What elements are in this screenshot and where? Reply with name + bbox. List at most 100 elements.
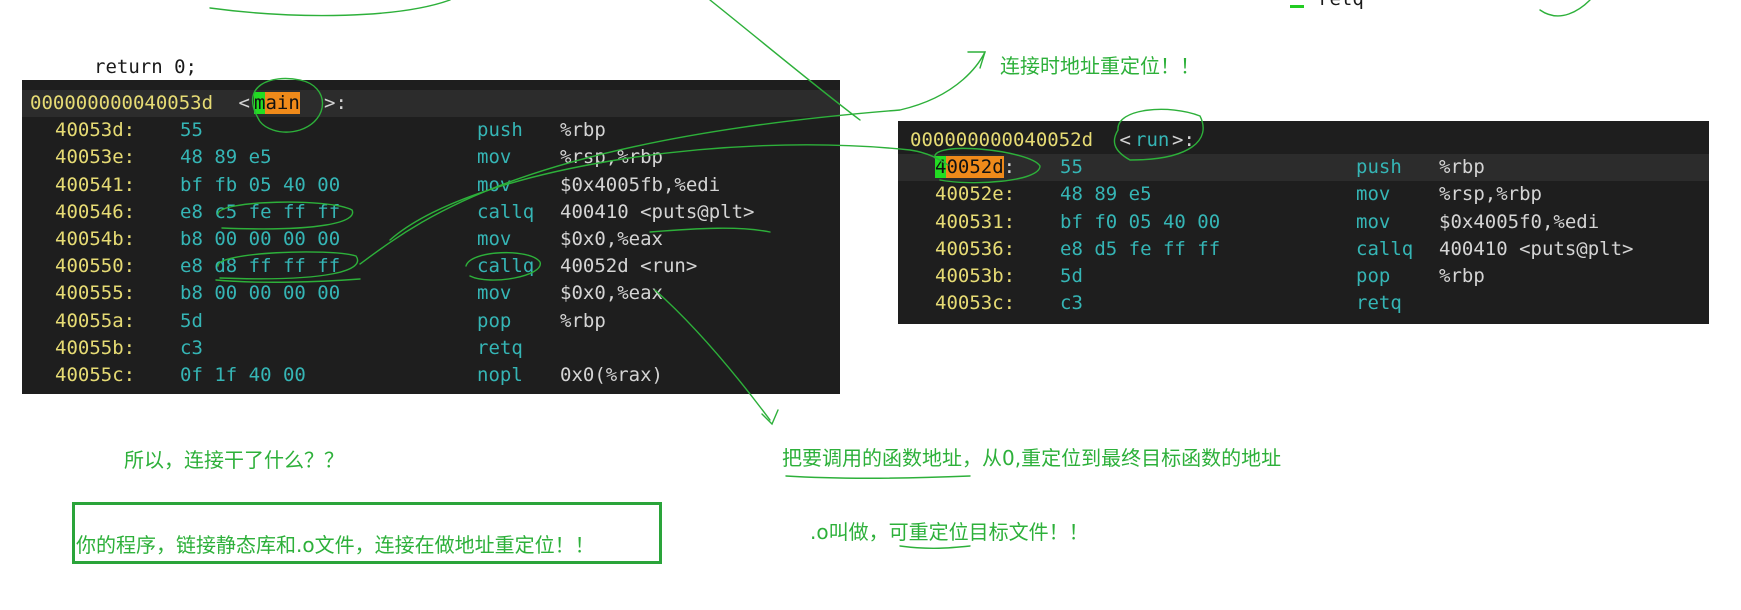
underline-func-note [785,475,971,480]
arrow-to-run [389,144,949,241]
run-mnemonic: retq [1356,292,1402,315]
top-curve-right [1539,0,1591,17]
arrow-to-note-func [654,289,771,421]
run-disassembly-panel: 000000000040052d < run >: 40052d: 55 push%… [898,121,1709,324]
top-curve-mid [709,0,861,121]
run-instruction-row: 400531: bf f0 05 40 00 mov $0x4005f0,%edi [898,209,1709,236]
main-header-close: >: [324,92,347,114]
run-bytes: 48 89 e5 [1060,183,1152,206]
arrow-to-relocation [359,51,986,265]
puts-underline-main [649,227,771,233]
run-operands: $0x4005f0,%edi [1439,210,1600,233]
main-bytes: bf fb 05 40 00 [180,173,341,196]
arrow-to-note-func-head [761,409,779,426]
return-statement: return 0; [94,56,197,78]
run-operands: %rbp [1439,264,1485,287]
main-mnemonic: mov [477,146,512,169]
main-operands: 400410 <puts@plt> [560,200,755,223]
main-operands: $0x4005fb,%edi [560,173,721,196]
note-function-address: 把要调用的函数地址，从0,重定位到最终目标函数的地址 [782,446,1282,470]
main-address: 400550: [55,255,136,278]
run-addr-circle [934,147,1041,184]
main-address: 40054b: [55,227,136,250]
run-address: 40052e: [935,183,1016,206]
main-symbol-part-a: m [254,92,266,114]
main-header-row: 000000000040053d < main >: [22,90,840,118]
main-mnemonic: push [477,119,523,142]
run-mnemonic: mov [1356,183,1391,206]
run-first-address: 40052d: [935,154,1015,181]
main-mnemonic: nopl [477,363,523,386]
run-first-address-part: : [1003,156,1016,179]
run-address: 40053c: [935,292,1016,315]
callq-circle-main [465,252,541,281]
main-operands: %rbp [560,119,606,142]
main-mnemonic: mov [477,173,512,196]
run-operands: %rbp [1439,156,1485,179]
main-rows: 40053d: 55 push %rbp 40053e: 48 89 e5 mov %rsp,… [22,117,840,389]
main-bytes: 48 89 e5 [180,146,272,169]
run-operands: 400410 <puts@plt> [1439,237,1634,260]
run-header-address: 000000000040052d [910,129,1094,151]
main-address: 40053d: [55,119,136,142]
run-address: 400536: [935,237,1016,260]
main-bytes: c3 [180,336,203,359]
run-circle-top [1113,108,1204,161]
main-instruction-row: 40055c: 0f 1f 40 00 nopl 0x0(%rax) [22,362,840,389]
arrow-to-relocation-head [967,51,986,69]
run-bytes: bf f0 05 40 00 [1060,210,1221,233]
run-bytes: e8 d5 fe ff ff [1060,237,1221,260]
run-first-address-part: 0052d [946,156,1004,179]
main-symbol-part-b: ain [265,92,300,114]
main-operands: $0x0,%eax [560,282,663,305]
main-operands: %rsp,%rbp [560,146,663,169]
run-mnemonic: push [1356,156,1402,179]
top-curve-left [209,0,451,17]
run-bytes: 55 [1060,156,1083,179]
run-instruction-row: 40052e: 48 89 e5 mov %rsp,%rbp [898,181,1709,208]
run-symbol: run [1135,129,1170,151]
main-mnemonic: pop [477,309,512,332]
main-bytes: e8 d8 ff ff ff [180,255,341,278]
main-instruction-row: 40053e: 48 89 e5 mov %rsp,%rbp [22,144,840,171]
main-disassembly-panel: 000000000040053d < main >: 40053d: 55 push… [22,80,840,394]
run-header-row: 000000000040052d < run >: [898,127,1709,154]
run-operands: %rsp,%rbp [1439,183,1542,206]
run-instruction-row: 400536: e8 d5 fe ff ff callq 400410 <puts@p… [898,236,1709,263]
main-bytes: b8 00 00 00 00 [180,282,341,305]
bytes-circle-c5 [217,201,354,230]
main-bytes: 55 [180,119,203,142]
main-bytes: 0f 1f 40 00 [180,363,306,386]
main-address: 40055a: [55,309,136,332]
main-address: 40055b: [55,336,136,359]
main-operands: 0x0(%rax) [560,363,663,386]
main-address: 40053e: [55,146,136,169]
main-circle [251,77,324,133]
run-mnemonic: mov [1356,210,1391,233]
main-operands: %rbp [560,309,606,332]
note-box [72,502,662,564]
main-mnemonic: callq [477,200,535,223]
run-mnemonic: callq [1356,237,1414,260]
run-instruction-row: 40052d: 55 push %rbp [898,154,1709,182]
main-bytes: b8 00 00 00 00 [180,227,341,250]
main-symbol: main [254,90,300,117]
main-mnemonic: mov [477,282,512,305]
run-rows: 40052d: 55 push %rbp 40052e: 48 89 e5 mov %rsp,… [898,154,1709,317]
main-address: 40055c: [55,363,136,386]
note-link-relocation: 连接时地址重定位！！ [1000,54,1200,78]
run-header-close: >: [1172,129,1195,151]
run-address: 400531: [935,210,1016,233]
bytes-underline-d8 [215,278,361,283]
note-what-linking-does: 所以，连接干了什么？？ [124,448,344,472]
main-header-open: < [227,92,250,114]
main-mnemonic: callq [477,255,535,278]
